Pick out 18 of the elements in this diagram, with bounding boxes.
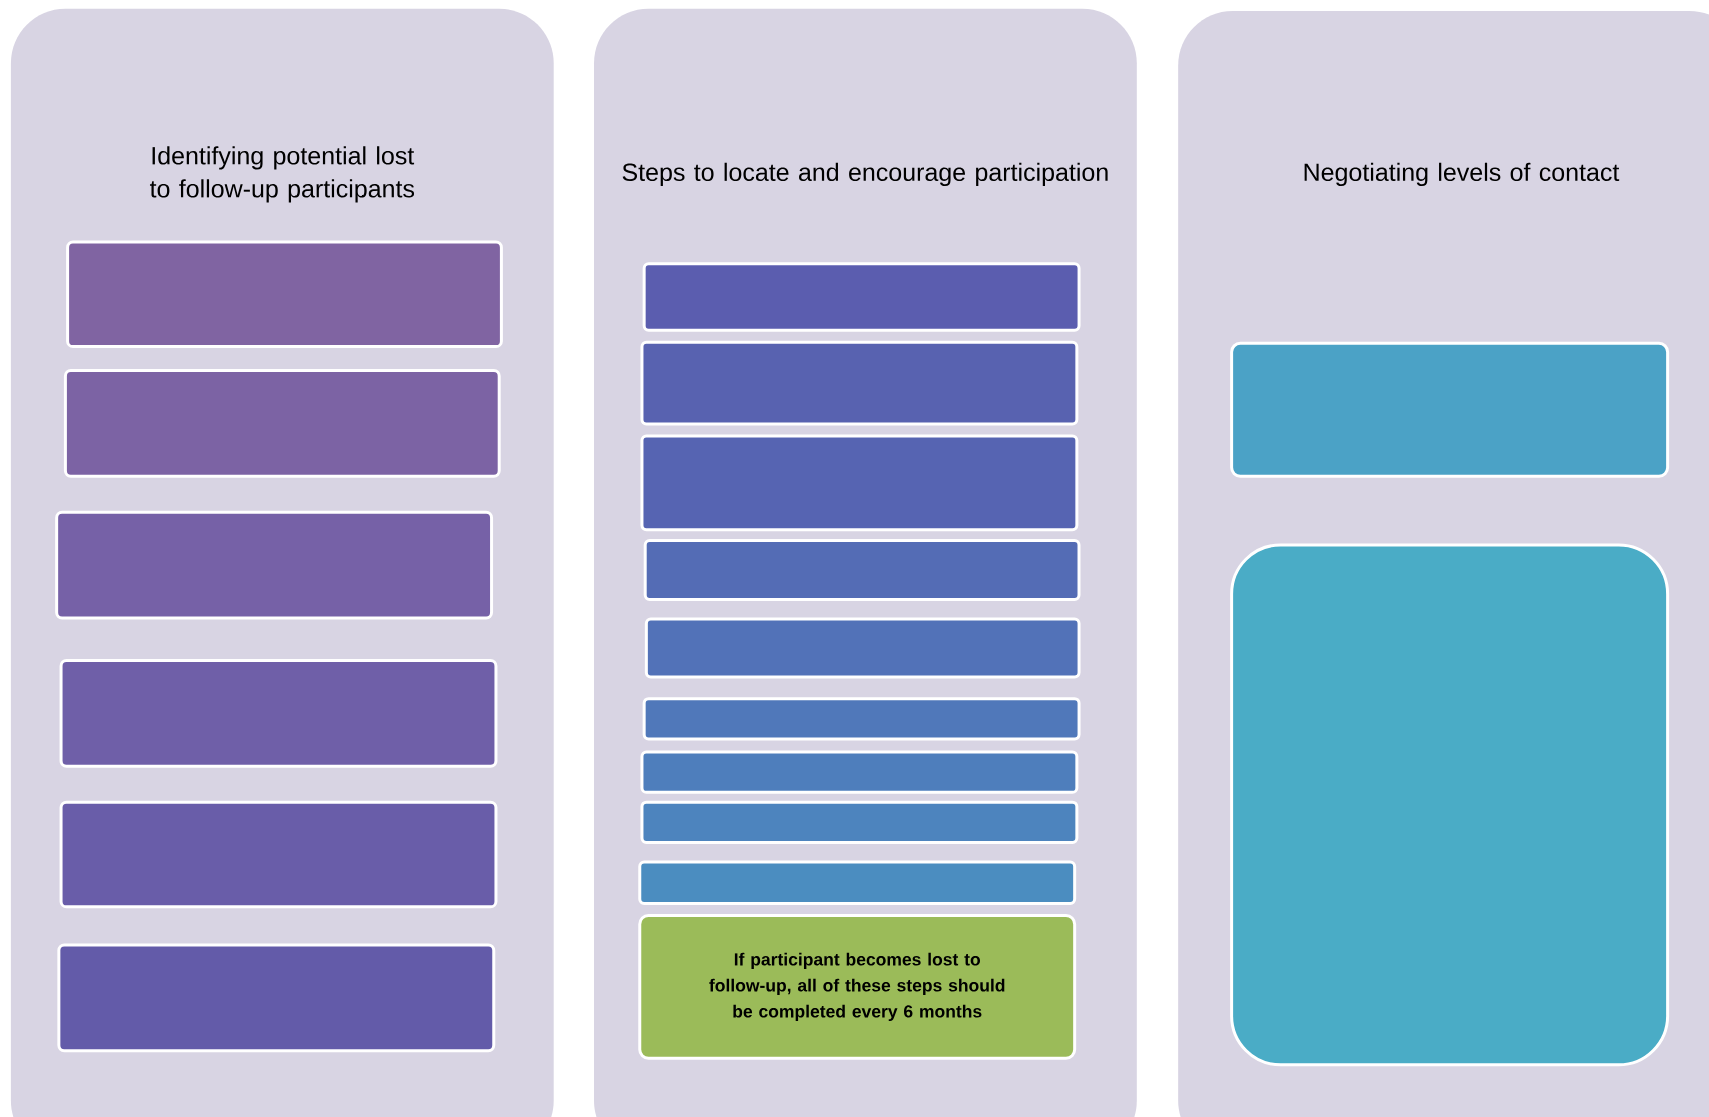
empty-box	[640, 340, 1079, 426]
empty-box	[59, 800, 498, 909]
empty-box	[55, 510, 494, 620]
empty-box	[59, 659, 498, 768]
empty-box	[63, 369, 501, 478]
empty-box	[1230, 341, 1670, 478]
empty-box	[644, 617, 1081, 679]
empty-box	[66, 240, 503, 349]
empty-box	[642, 697, 1081, 741]
empty-box	[1230, 543, 1670, 1067]
empty-box	[643, 539, 1081, 601]
empty-box	[638, 860, 1077, 905]
empty-box	[640, 434, 1079, 532]
empty-box	[57, 943, 496, 1053]
empty-box	[640, 800, 1079, 844]
empty-box	[642, 262, 1081, 332]
empty-box	[640, 750, 1079, 794]
note-box: If participant becomes lost to follow-up, all of these steps should be completed every 6 months	[638, 914, 1077, 1060]
